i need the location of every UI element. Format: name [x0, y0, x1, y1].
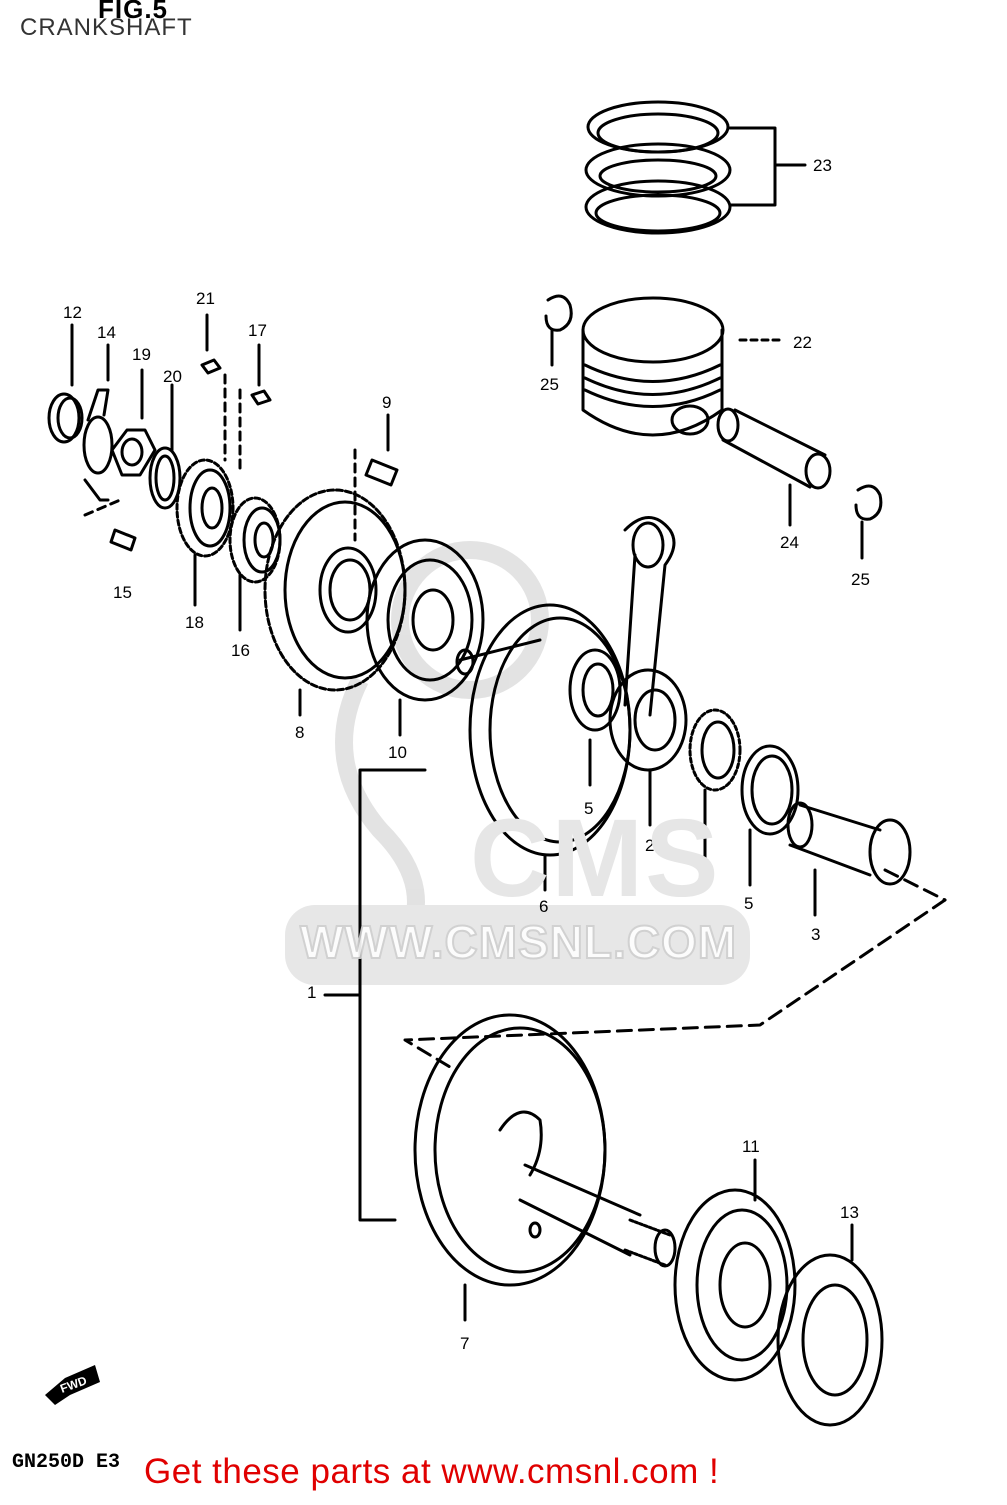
callout-label: 9: [382, 393, 391, 412]
callout-label: 24: [780, 533, 799, 552]
callout-label: 5: [744, 894, 753, 913]
figure-number: FIG.5: [98, 0, 169, 24]
crank-half-lower: [413, 1013, 677, 1322]
bearing-10: [365, 538, 485, 737]
callout-label: 5: [584, 799, 593, 818]
connecting-rod: [608, 516, 688, 827]
figure-subtitle: CRANKSHAFT: [20, 14, 193, 41]
callout-label: 25: [851, 570, 870, 589]
callout-label: 15: [113, 583, 132, 602]
fwd-arrow-icon: [45, 1365, 100, 1405]
cta-link[interactable]: Get these parts at www.cmsnl.com !: [144, 1452, 720, 1491]
piston-rings: [584, 100, 807, 235]
bolt: [83, 498, 137, 552]
callout-label: 25: [540, 375, 559, 394]
watermark-brand: CMS: [470, 797, 721, 920]
callout-label: 23: [813, 156, 832, 175]
watermark-logo: [285, 541, 750, 985]
keys: [200, 313, 272, 472]
callout-label: 16: [231, 641, 250, 660]
callout-label: 19: [132, 345, 151, 364]
watermark-url: WWW.CMSNL.COM: [299, 915, 738, 969]
callout-labels: 1 2 3 4 5 5 6 7 8 9 10 11 12 13 14 15 16…: [58, 156, 870, 1396]
callout-label: 14: [97, 323, 116, 342]
callout-label: 13: [840, 1203, 859, 1222]
callout-label: 17: [248, 321, 267, 340]
callout-label: 4: [700, 863, 709, 882]
pin-9: [353, 413, 399, 542]
crank-pin-parts: [688, 708, 912, 917]
callout-label: 11: [742, 1137, 760, 1156]
model-code: GN250D E3: [12, 1451, 121, 1474]
callout-label: 8: [295, 723, 304, 742]
piston-pin: [716, 407, 832, 527]
callout-label: 6: [539, 897, 548, 916]
gear-16: [228, 496, 282, 632]
callout-label: 2: [645, 836, 654, 855]
left-side-parts: [47, 323, 182, 510]
callout-label: 10: [388, 743, 407, 762]
callout-label: 12: [63, 303, 82, 322]
callout-label: 1: [307, 983, 316, 1002]
callout-label: 7: [460, 1334, 469, 1353]
callout-label: 22: [793, 333, 812, 352]
circlips: [544, 294, 883, 560]
piston: [581, 296, 782, 437]
crank-half-upper: [455, 603, 632, 892]
gear-8: [263, 488, 407, 717]
assembly-bracket: [323, 768, 947, 1222]
gear-18: [175, 458, 235, 607]
callout-label: 3: [811, 925, 820, 944]
callout-label: 18: [185, 613, 204, 632]
callout-label: 20: [163, 367, 182, 386]
bearing-11: [673, 1158, 797, 1382]
callout-label: 21: [196, 289, 215, 308]
oil-seal-13: [776, 1223, 884, 1427]
